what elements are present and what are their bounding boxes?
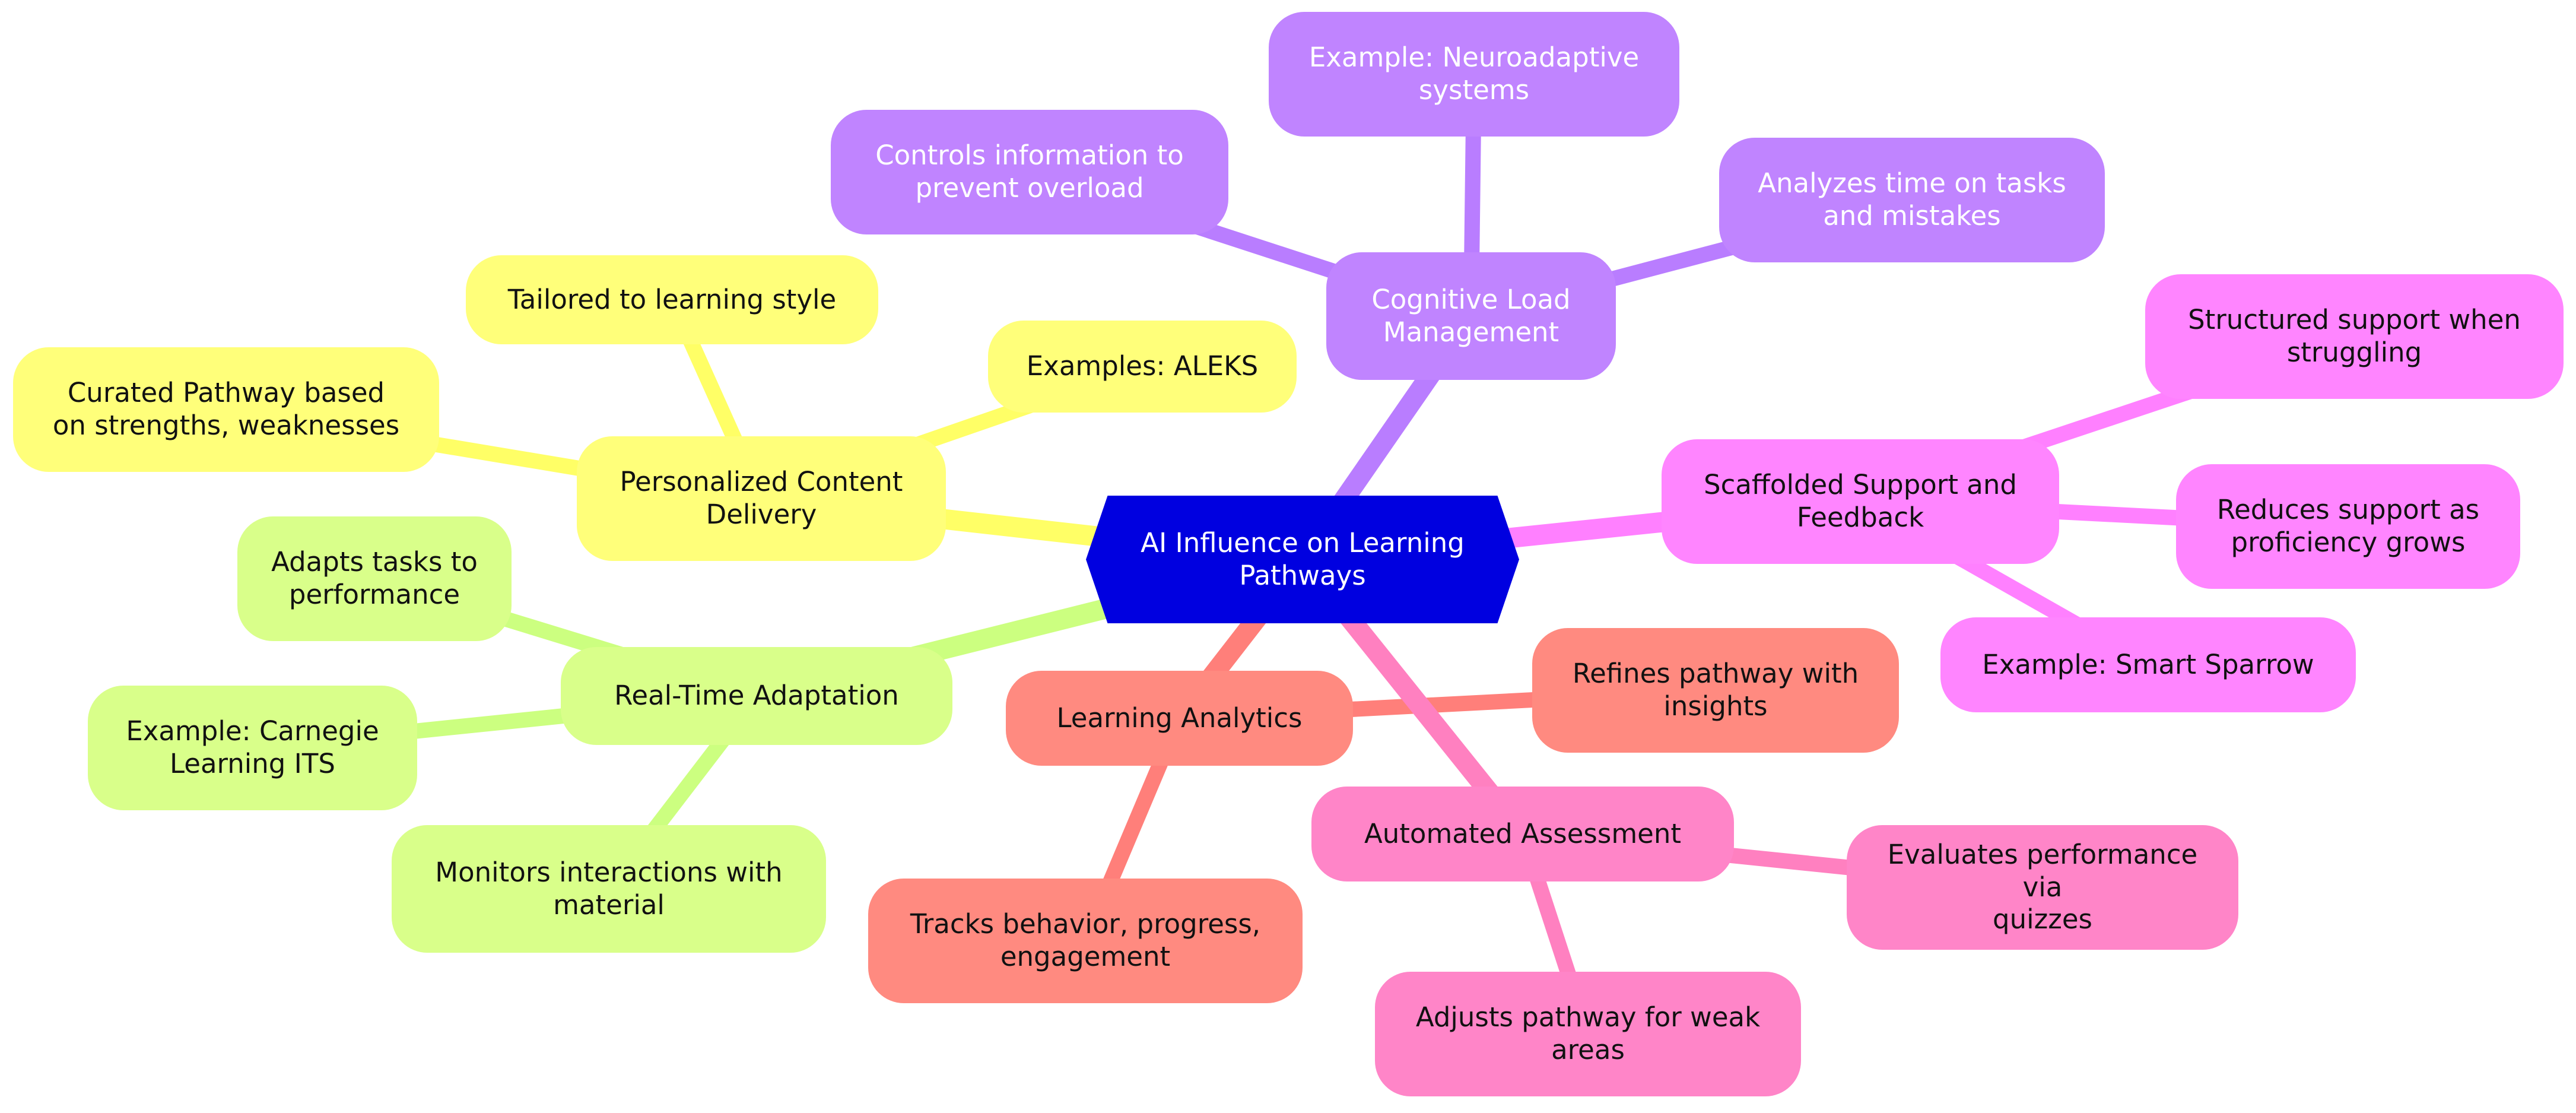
branch-personalized-content-delivery: Personalized Content Delivery	[577, 436, 946, 561]
root-node: AI Influence on Learning Pathways	[1086, 496, 1519, 623]
leaf-adapts-tasks: Adapts tasks to performance	[237, 516, 512, 641]
branch-scaffolded-support: Scaffolded Support and Feedback	[1662, 439, 2059, 564]
leaf-analyzes-time: Analyzes time on tasks and mistakes	[1719, 138, 2105, 262]
leaf-structured-support: Structured support when struggling	[2145, 274, 2564, 399]
leaf-tracks-behavior: Tracks behavior, progress, engagement	[868, 879, 1303, 1003]
branch-real-time-adaptation: Real-Time Adaptation	[561, 647, 952, 745]
branch-cognitive-load-management: Cognitive Load Management	[1326, 252, 1616, 380]
leaf-curated-pathway: Curated Pathway based on strengths, weak…	[13, 347, 439, 472]
leaf-neuroadaptive-systems: Example: Neuroadaptive systems	[1269, 12, 1679, 137]
leaf-carnegie-learning: Example: Carnegie Learning ITS	[88, 686, 417, 810]
leaf-controls-information: Controls information to prevent overload	[831, 110, 1228, 234]
branch-learning-analytics: Learning Analytics	[1006, 671, 1353, 766]
leaf-monitors-interactions: Monitors interactions with material	[392, 825, 826, 953]
leaf-adjusts-pathway: Adjusts pathway for weak areas	[1375, 972, 1801, 1096]
leaf-refines-pathway: Refines pathway with insights	[1532, 628, 1899, 753]
leaf-tailored-learning-style: Tailored to learning style	[466, 255, 878, 344]
branch-automated-assessment: Automated Assessment	[1311, 787, 1734, 881]
leaf-smart-sparrow: Example: Smart Sparrow	[1940, 617, 2356, 712]
leaf-examples-aleks: Examples: ALEKS	[988, 321, 1297, 413]
leaf-reduces-support: Reduces support as proficiency grows	[2176, 464, 2520, 589]
leaf-evaluates-performance: Evaluates performance via quizzes	[1847, 825, 2238, 950]
